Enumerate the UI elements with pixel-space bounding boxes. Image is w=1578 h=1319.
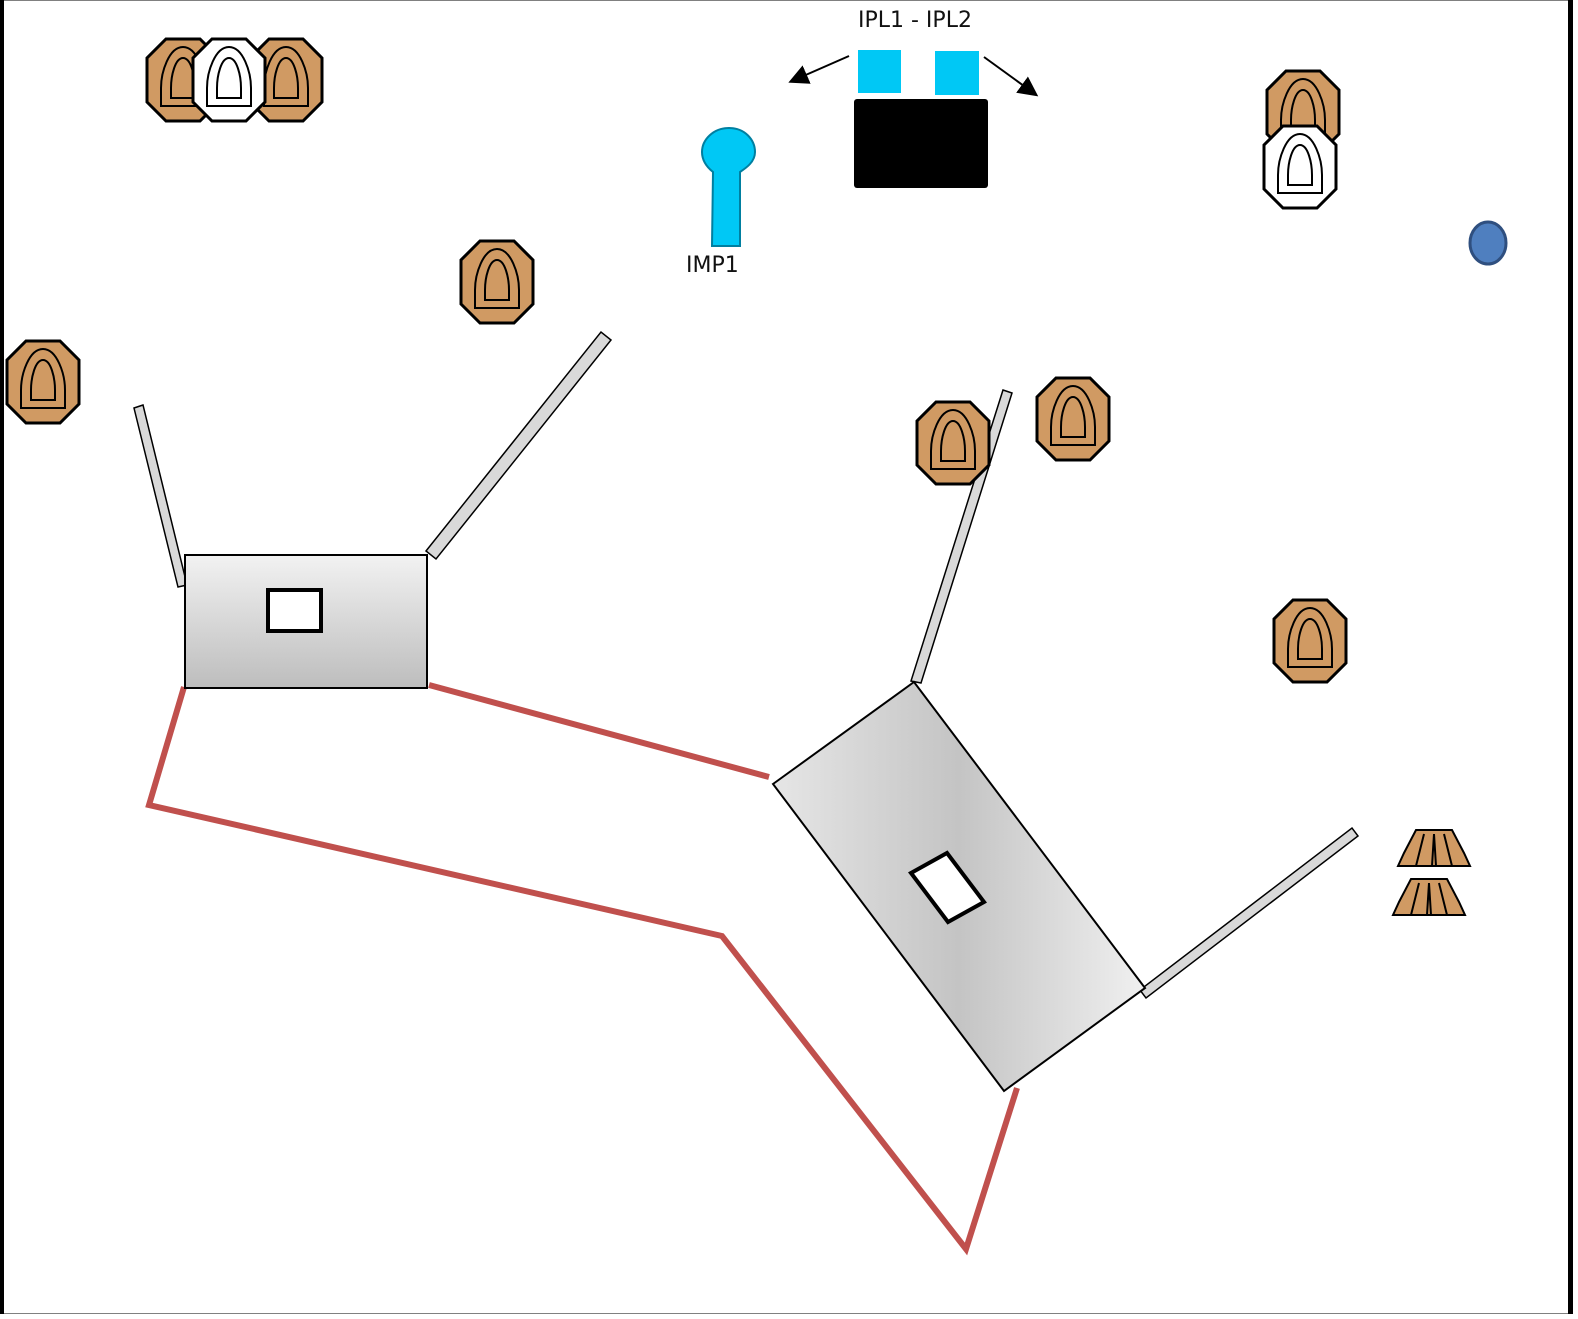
wall-panel-right-2 (1138, 826, 1360, 1000)
paper-target-brown-5 (5, 339, 81, 425)
ipl-label: IPL1 - IPL2 (858, 8, 972, 33)
ipl-arrow-right (983, 56, 1039, 97)
paper-target-brown-4 (459, 239, 535, 325)
paper-target-brown-7 (1035, 376, 1111, 462)
port-window-left (266, 588, 323, 633)
popper-target-2 (1392, 878, 1466, 916)
paper-target-white-2 (1262, 124, 1338, 210)
table-icon (854, 99, 988, 188)
ipl-arrow-left (788, 55, 850, 84)
paper-target-brown-6 (915, 400, 991, 486)
barrel-icon (1468, 220, 1508, 266)
paper-target-brown-8 (1272, 598, 1348, 684)
imp-mover-icon (700, 126, 757, 247)
popper-target-1 (1397, 829, 1471, 867)
port-window-right (908, 850, 987, 925)
ipl-target-2 (935, 51, 979, 95)
wall-panel-left-2 (424, 330, 613, 561)
imp-label: IMP1 (686, 253, 739, 278)
paper-target-white-1 (191, 37, 267, 123)
fault-line-inner (428, 682, 770, 780)
wall-panel-left-1 (133, 404, 188, 588)
fault-line-outer (145, 686, 1020, 1256)
ipl-target-1 (858, 50, 901, 93)
